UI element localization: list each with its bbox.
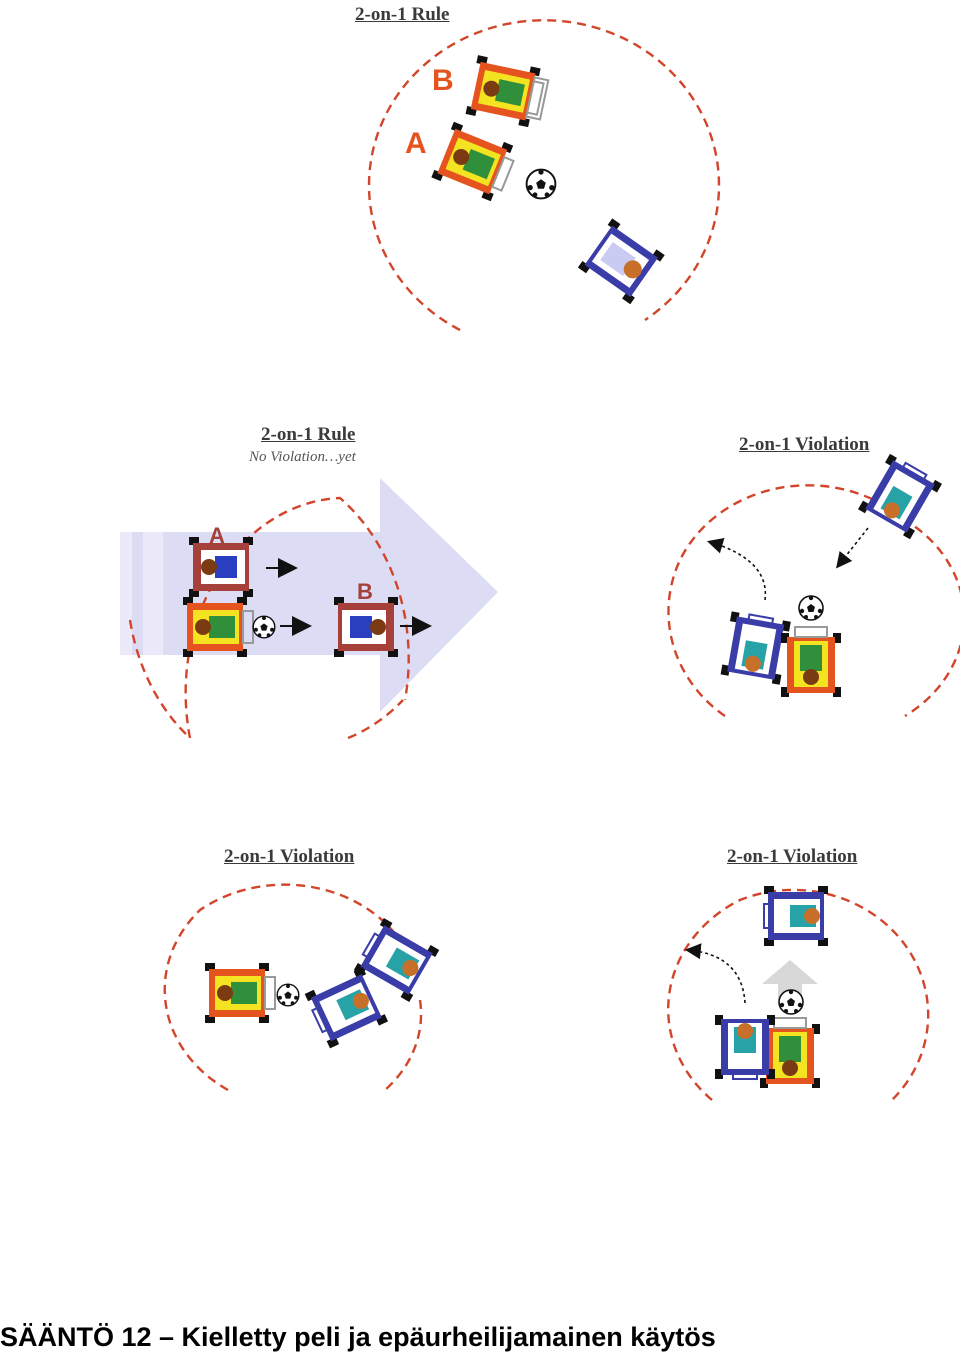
panel3-robot-red xyxy=(780,626,842,698)
panel2-label-b: B xyxy=(357,579,373,604)
panel2-subtitle: No Violation…yet xyxy=(249,449,356,465)
panel2-ball xyxy=(252,615,276,639)
panel2-robot-b xyxy=(334,597,398,657)
panel1-title: 2-on-1 Rule xyxy=(355,4,450,25)
panel3-ball xyxy=(798,594,824,621)
panel1: B A xyxy=(367,19,721,332)
panel3-circle xyxy=(667,484,960,718)
panel2-direction-arrow xyxy=(120,478,498,712)
panel4-robot-blue-2 xyxy=(303,965,390,1050)
panel2: A B xyxy=(120,478,498,740)
panel1-robot-a xyxy=(430,120,520,205)
panel2-title: 2-on-1 Rule xyxy=(261,424,356,445)
panel3-title: 2-on-1 Violation xyxy=(739,434,870,455)
panel5-push-arrow xyxy=(762,960,818,1000)
panel5-robot-blue xyxy=(714,1014,776,1080)
panel4-circle xyxy=(163,883,423,1092)
panel2-label-a: A xyxy=(209,523,225,548)
panel5 xyxy=(667,885,930,1103)
panel1-label-a: A xyxy=(405,127,427,160)
panel5-ball xyxy=(778,988,804,1015)
panel3-robot-pushed xyxy=(719,610,792,686)
panel5-title: 2-on-1 Violation xyxy=(727,846,858,867)
panel1-ball xyxy=(525,168,557,200)
panel4-ball xyxy=(276,983,300,1007)
panel4-robot-red xyxy=(204,962,276,1024)
panel4-title: 2-on-1 Violation xyxy=(224,846,355,867)
panel3 xyxy=(667,452,960,718)
panel5-robot-top xyxy=(763,885,829,947)
footer-caption: SÄÄNTÖ 12 – Kielletty peli ja epäurheili… xyxy=(0,1322,716,1352)
panel1-circle xyxy=(367,19,721,332)
panel5-circle xyxy=(667,888,930,1103)
panel1-label-b: B xyxy=(432,64,454,97)
panel1-robot-opponent xyxy=(577,218,665,305)
panel3-robot-attacker xyxy=(857,452,943,541)
panel4 xyxy=(163,883,441,1092)
panel1-robot-b xyxy=(464,54,550,130)
panel2-robot-teammate xyxy=(182,596,254,658)
